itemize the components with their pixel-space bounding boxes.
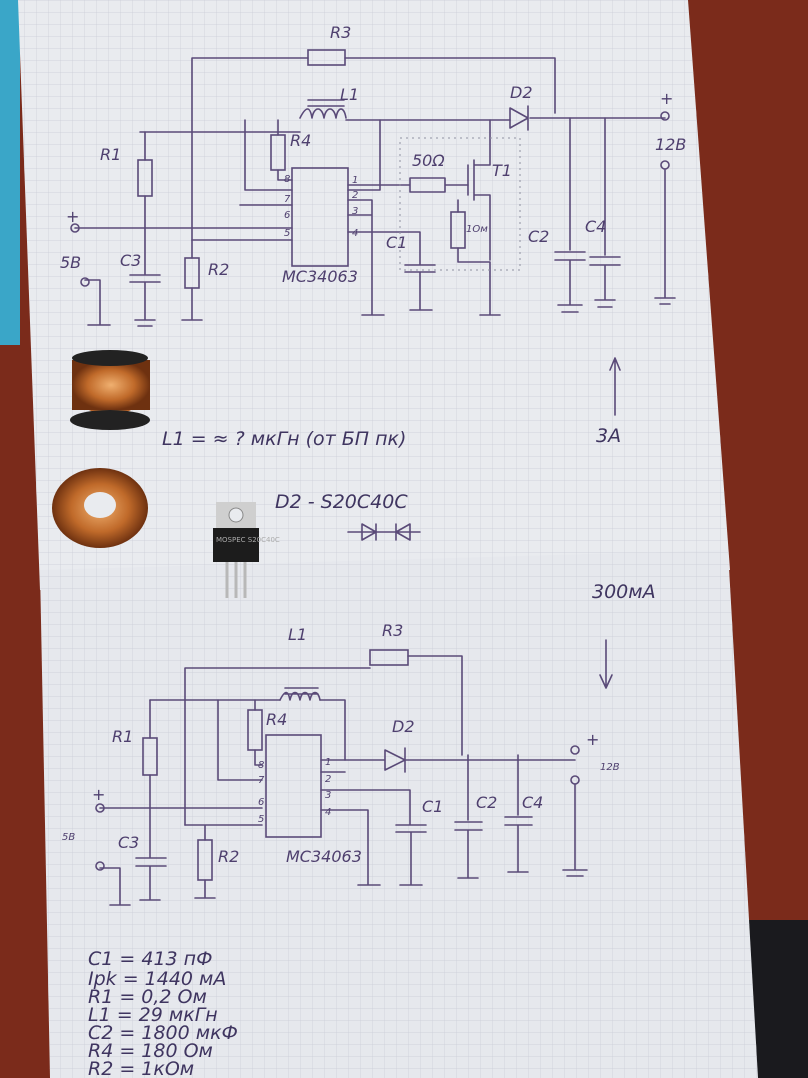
pin-7: 7 bbox=[284, 194, 291, 205]
top-schematic: R3 L1 D2 + 12В R1 R4 50Ω T1 1Ом C2 C4 C1… bbox=[60, 23, 686, 447]
label-r3: R3 bbox=[330, 23, 351, 42]
calc-line: R1 = 0,2 Ом bbox=[88, 986, 207, 1008]
calc-line: Ipk = 1440 мА bbox=[88, 968, 226, 990]
label-ic: MC34063 bbox=[282, 267, 358, 286]
l1-note: L1 = ≈ ? мкГн (от БП пк) bbox=[162, 428, 406, 450]
ic-top bbox=[291, 167, 349, 267]
label-r-gate: 50Ω bbox=[412, 151, 445, 170]
pin-3: 3 bbox=[325, 790, 331, 801]
pin-7: 7 bbox=[258, 775, 265, 786]
pin-3: 3 bbox=[352, 206, 358, 217]
calc-line: C1 = 413 пФ bbox=[88, 948, 212, 970]
label-c1: C1 bbox=[386, 233, 407, 252]
label-ic: MC34063 bbox=[286, 847, 362, 866]
label-r1: R1 bbox=[112, 727, 133, 746]
label-c2: C2 bbox=[528, 227, 549, 246]
chip-marking: MOSPEC S20C40C bbox=[216, 536, 280, 544]
label-plus-in: + bbox=[92, 785, 105, 804]
label-r3: R3 bbox=[382, 621, 403, 640]
diode-chip-photo: MOSPEC S20C40C bbox=[213, 502, 280, 598]
inductor-photo bbox=[70, 350, 150, 430]
label-l1: L1 bbox=[340, 85, 359, 104]
pin-8: 8 bbox=[258, 760, 264, 771]
pin-2: 2 bbox=[352, 190, 358, 201]
pin-1: 1 bbox=[325, 757, 331, 768]
calc-line: C2 = 1800 мкФ bbox=[88, 1022, 238, 1044]
label-12v: 12В bbox=[655, 135, 686, 154]
pin-4: 4 bbox=[325, 807, 331, 818]
pin-8: 8 bbox=[284, 174, 290, 185]
current-3a: 3А bbox=[596, 425, 621, 447]
bottom-schematic: 300мА L1 R3 R4 R1 D2 + 12В 5В + C3 R2 MC… bbox=[62, 581, 656, 906]
label-d2: D2 bbox=[392, 717, 415, 736]
label-c4: C4 bbox=[585, 217, 606, 236]
pin-1: 1 bbox=[352, 175, 358, 186]
label-5v: 5В bbox=[62, 832, 75, 843]
toroid-inductor-photo bbox=[52, 468, 148, 548]
pin-4: 4 bbox=[352, 228, 358, 239]
pin-6: 6 bbox=[258, 797, 264, 808]
label-12v: 12В bbox=[600, 762, 620, 773]
label-d2: D2 bbox=[510, 83, 533, 102]
label-c3: C3 bbox=[120, 251, 141, 270]
calc-line: R2 = 1кОм bbox=[88, 1058, 194, 1078]
label-r-sense: 1Ом bbox=[466, 224, 488, 235]
pin-5: 5 bbox=[258, 814, 264, 825]
label-plus-in: + bbox=[66, 207, 79, 226]
label-c2: C2 bbox=[476, 793, 497, 812]
book-edge bbox=[0, 0, 20, 345]
label-r2: R2 bbox=[208, 260, 229, 279]
calc-line: L1 = 29 мкГн bbox=[88, 1004, 218, 1026]
label-l1: L1 bbox=[288, 625, 307, 644]
calculations: C1 = 413 пФ Ipk = 1440 мА R1 = 0,2 Ом L1… bbox=[88, 948, 238, 1078]
calc-line: R4 = 180 Ом bbox=[88, 1040, 213, 1062]
label-plus-out: + bbox=[586, 730, 599, 749]
label-c1: C1 bbox=[422, 797, 443, 816]
label-r1: R1 bbox=[100, 145, 121, 164]
current-300ma: 300мА bbox=[592, 581, 656, 603]
pin-2: 2 bbox=[325, 774, 331, 785]
label-r4: R4 bbox=[290, 131, 311, 150]
label-r2: R2 bbox=[218, 847, 239, 866]
pin-6: 6 bbox=[284, 210, 290, 221]
label-5v: 5В bbox=[60, 253, 81, 272]
label-c3: C3 bbox=[118, 833, 139, 852]
label-plus-out: + bbox=[660, 89, 673, 108]
label-c4: C4 bbox=[522, 793, 543, 812]
pin-5: 5 bbox=[284, 228, 290, 239]
label-r4: R4 bbox=[266, 710, 287, 729]
label-t1: T1 bbox=[492, 161, 512, 180]
d2-note: D2 - S20C40C bbox=[275, 491, 408, 513]
ic-bottom bbox=[265, 734, 322, 838]
